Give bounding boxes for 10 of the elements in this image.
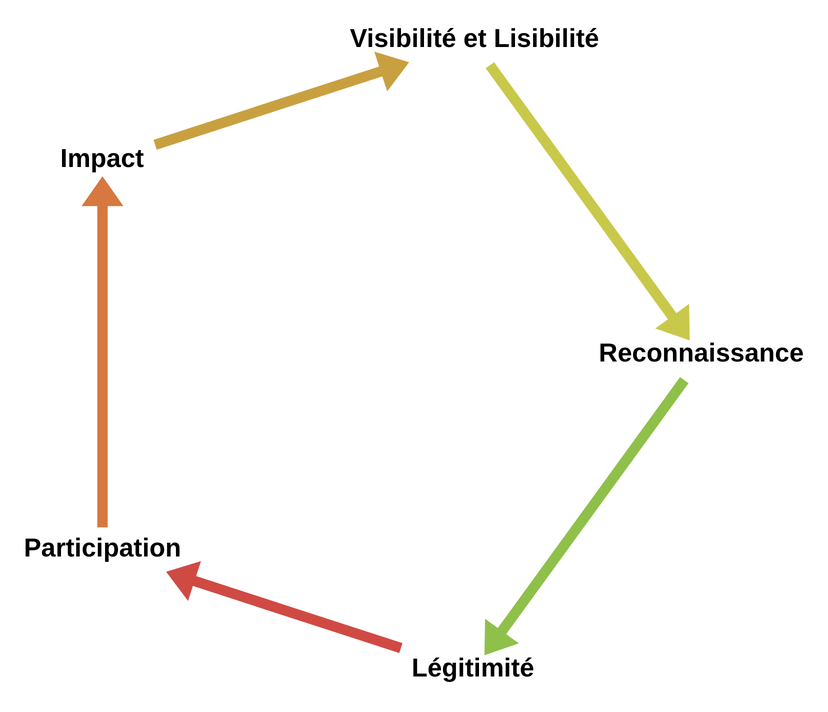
arrow: [82, 176, 124, 527]
arrow: [484, 376, 688, 655]
arrow: [154, 51, 410, 150]
node-text: Reconnaissance: [598, 337, 804, 368]
node-text: Participation: [24, 532, 182, 562]
arrow: [166, 560, 402, 653]
node-text: Visibilité et Lisibilité: [350, 22, 600, 52]
node-text: Légitimité: [412, 652, 534, 682]
arrow: [486, 62, 690, 340]
node-text: Impact: [60, 142, 144, 173]
